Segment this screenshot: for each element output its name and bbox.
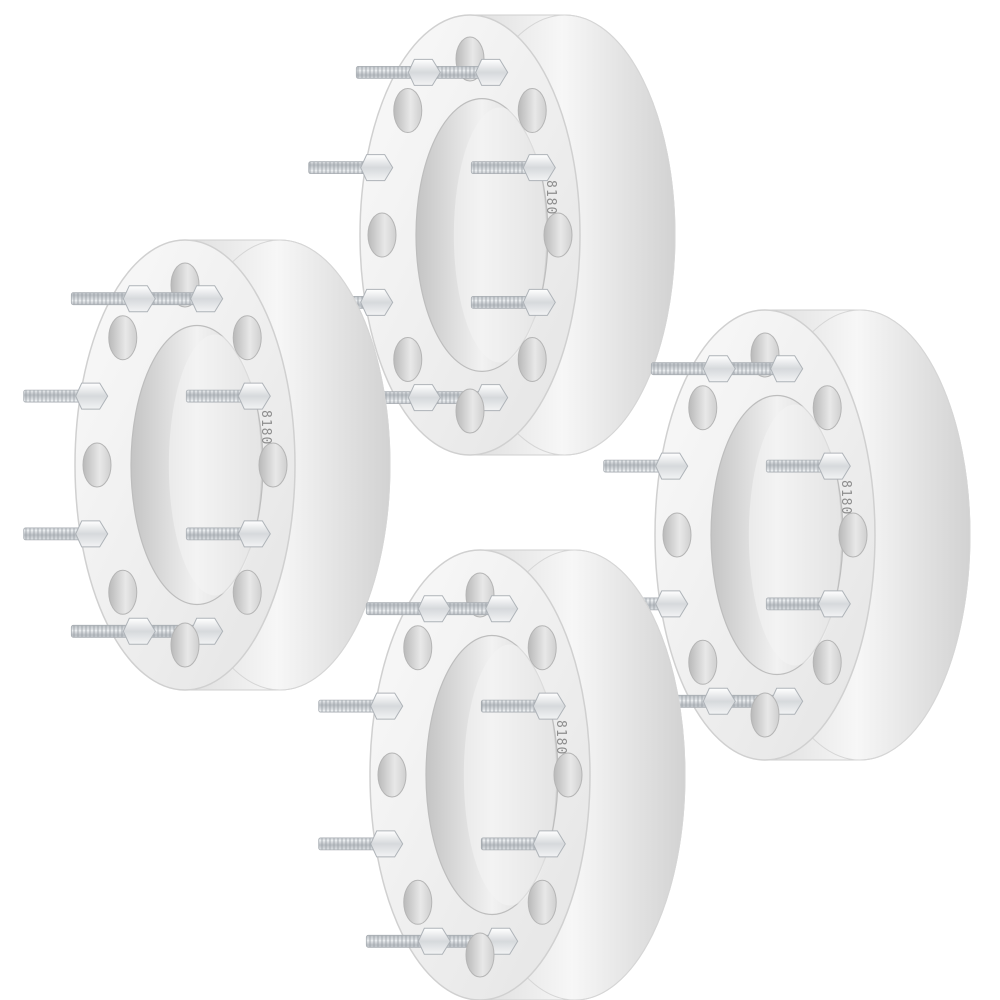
lug-nut bbox=[522, 288, 556, 316]
part-number-etching: 8180 bbox=[258, 410, 273, 445]
part-number-etching: 8180 bbox=[543, 180, 558, 215]
lug-nut bbox=[122, 285, 156, 313]
lug-stud bbox=[308, 154, 394, 182]
lug-hole bbox=[108, 315, 138, 361]
lug-nut bbox=[522, 154, 556, 182]
lug-hole bbox=[662, 512, 692, 558]
wheel-spacer-left: 8180 bbox=[23, 239, 391, 691]
lug-nut bbox=[237, 520, 271, 548]
lug-hole bbox=[553, 752, 583, 798]
lug-nut bbox=[122, 617, 156, 645]
bore-highlight bbox=[463, 644, 557, 906]
lug-stud bbox=[765, 590, 851, 618]
lug-stud bbox=[365, 927, 451, 955]
lug-nut bbox=[75, 520, 109, 548]
lug-hole bbox=[543, 212, 573, 258]
lug-hole bbox=[465, 932, 495, 978]
bore-highlight bbox=[453, 107, 547, 363]
lug-nut bbox=[485, 595, 519, 623]
lug-hole bbox=[367, 212, 397, 258]
lug-hole bbox=[403, 625, 433, 671]
lug-stud bbox=[765, 452, 851, 480]
lug-stud bbox=[603, 452, 689, 480]
lug-hole bbox=[517, 336, 547, 382]
lug-hole bbox=[393, 88, 423, 134]
lug-stud bbox=[423, 58, 509, 86]
lug-hole bbox=[170, 622, 200, 668]
lug-nut bbox=[475, 58, 509, 86]
lug-stud bbox=[70, 617, 156, 645]
lug-stud bbox=[318, 830, 404, 858]
lug-hole bbox=[377, 752, 407, 798]
lug-nut bbox=[817, 452, 851, 480]
lug-nut bbox=[417, 595, 451, 623]
lug-hole bbox=[688, 639, 718, 685]
lug-nut bbox=[817, 590, 851, 618]
lug-nut bbox=[417, 927, 451, 955]
lug-nut bbox=[702, 355, 736, 383]
lug-hole bbox=[393, 336, 423, 382]
lug-stud bbox=[23, 520, 109, 548]
lug-stud bbox=[650, 355, 736, 383]
lug-hole bbox=[750, 692, 780, 738]
lug-nut bbox=[75, 382, 109, 410]
lug-stud bbox=[365, 595, 451, 623]
lug-nut bbox=[407, 384, 441, 412]
lug-hole bbox=[232, 569, 262, 615]
lug-nut bbox=[655, 590, 689, 618]
lug-nut bbox=[407, 58, 441, 86]
lug-nut bbox=[190, 285, 224, 313]
lug-stud bbox=[138, 285, 224, 313]
lug-stud bbox=[480, 830, 566, 858]
lug-hole bbox=[108, 569, 138, 615]
lug-nut bbox=[770, 355, 804, 383]
lug-hole bbox=[517, 88, 547, 134]
bore-highlight bbox=[168, 334, 262, 596]
lug-nut bbox=[370, 692, 404, 720]
lug-stud bbox=[470, 154, 556, 182]
lug-nut bbox=[237, 382, 271, 410]
lug-stud bbox=[718, 355, 804, 383]
lug-hole bbox=[82, 442, 112, 488]
lug-nut bbox=[532, 692, 566, 720]
lug-hole bbox=[838, 512, 868, 558]
lug-nut bbox=[532, 830, 566, 858]
bore-highlight bbox=[748, 404, 842, 666]
lug-hole bbox=[455, 388, 485, 434]
lug-stud bbox=[355, 58, 441, 86]
lug-hole bbox=[258, 442, 288, 488]
lug-nut bbox=[370, 830, 404, 858]
lug-stud bbox=[185, 382, 271, 410]
lug-nut bbox=[702, 687, 736, 715]
lug-stud bbox=[70, 285, 156, 313]
lug-nut bbox=[655, 452, 689, 480]
lug-hole bbox=[527, 625, 557, 671]
wheel-spacer-bottom: 8180 bbox=[318, 549, 686, 1000]
wheel-spacer-top: 8180 bbox=[308, 14, 676, 456]
lug-nut bbox=[360, 154, 394, 182]
lug-hole bbox=[688, 385, 718, 431]
lug-stud bbox=[433, 595, 519, 623]
lug-stud bbox=[318, 692, 404, 720]
lug-hole bbox=[812, 385, 842, 431]
lug-stud bbox=[470, 288, 556, 316]
wheel-spacer-right: 8180 bbox=[603, 309, 971, 761]
lug-stud bbox=[23, 382, 109, 410]
part-number-etching: 8180 bbox=[553, 720, 568, 755]
lug-nut bbox=[360, 288, 394, 316]
lug-hole bbox=[232, 315, 262, 361]
lug-stud bbox=[185, 520, 271, 548]
lug-hole bbox=[403, 879, 433, 925]
lug-hole bbox=[812, 639, 842, 685]
lug-hole bbox=[527, 879, 557, 925]
lug-stud bbox=[480, 692, 566, 720]
part-number-etching: 8180 bbox=[838, 480, 853, 515]
